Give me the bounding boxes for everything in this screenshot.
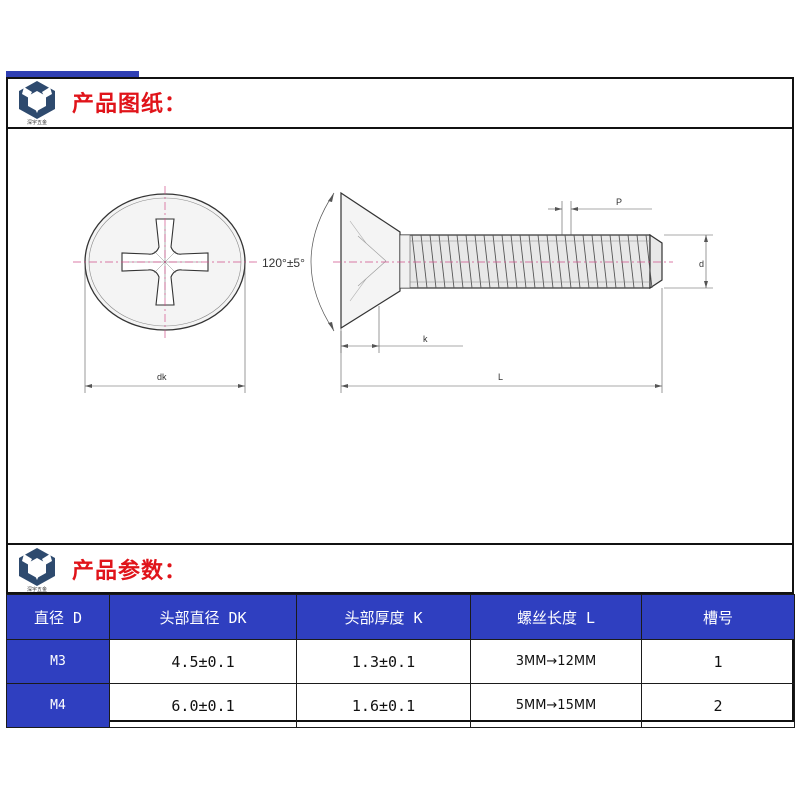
P-dimension (548, 201, 652, 235)
cell-slot: 2 (641, 683, 795, 728)
header-head-diameter: 头部直径 DK (109, 594, 297, 640)
screw-side-view (333, 191, 673, 330)
angle-label: 120°±5° (262, 256, 305, 270)
P-label: P (616, 197, 622, 207)
angle-dimension (310, 192, 335, 332)
cell-size: M4 (6, 683, 110, 728)
cell-size: M3 (6, 639, 110, 684)
dk-dimension (84, 262, 246, 393)
params-section-title: 产品参数： (72, 558, 188, 584)
table-row: M3 4.5±0.1 1.3±0.1 3MM→12MM 1 (6, 639, 795, 684)
header-screw-length: 螺丝长度 L (470, 594, 642, 640)
L-dimension (340, 288, 663, 393)
cell-head-diameter: 6.0±0.1 (109, 683, 297, 728)
k-label: k (423, 334, 428, 344)
cell-length: 3MM→12MM (470, 639, 642, 684)
header-slot-number: 槽号 (641, 594, 795, 640)
logo-text: 深宇五金 (26, 586, 47, 593)
cell-head-thickness: 1.6±0.1 (296, 683, 471, 728)
logo-text: 深宇五金 (26, 120, 47, 126)
cell-length: 5MM→15MM (470, 683, 642, 728)
brand-logo: 深宇五金 (14, 79, 60, 126)
d-label: d (699, 259, 704, 269)
drawing-section-header: 深宇五金 产品图纸： (6, 77, 794, 129)
top-tab-bar (6, 71, 139, 77)
table-header-row: 直径 D 头部直径 DK 头部厚度 K 螺丝长度 L 槽号 (6, 594, 795, 640)
technical-drawing: dk (8, 131, 792, 541)
drawing-section-title: 产品图纸： (72, 92, 188, 117)
header-head-thickness: 头部厚度 K (296, 594, 471, 640)
L-label: L (498, 372, 503, 382)
brand-logo-2: 深宇五金 (14, 546, 60, 593)
cell-head-thickness: 1.3±0.1 (296, 639, 471, 684)
d-dimension (664, 234, 713, 289)
screw-head-top-view (73, 186, 258, 339)
cell-head-diameter: 4.5±0.1 (109, 639, 297, 684)
dk-label: dk (157, 372, 167, 382)
header-diameter: 直径 D (6, 594, 110, 640)
params-section-header: 深宇五金 产品参数： (6, 543, 794, 594)
cell-slot: 1 (641, 639, 795, 684)
table-row: M4 6.0±0.1 1.6±0.1 5MM→15MM 2 (6, 683, 795, 728)
logo-icon (19, 547, 55, 586)
logo-icon (19, 81, 55, 119)
params-table: 直径 D 头部直径 DK 头部厚度 K 螺丝长度 L 槽号 M3 4.5±0.1… (6, 594, 795, 728)
